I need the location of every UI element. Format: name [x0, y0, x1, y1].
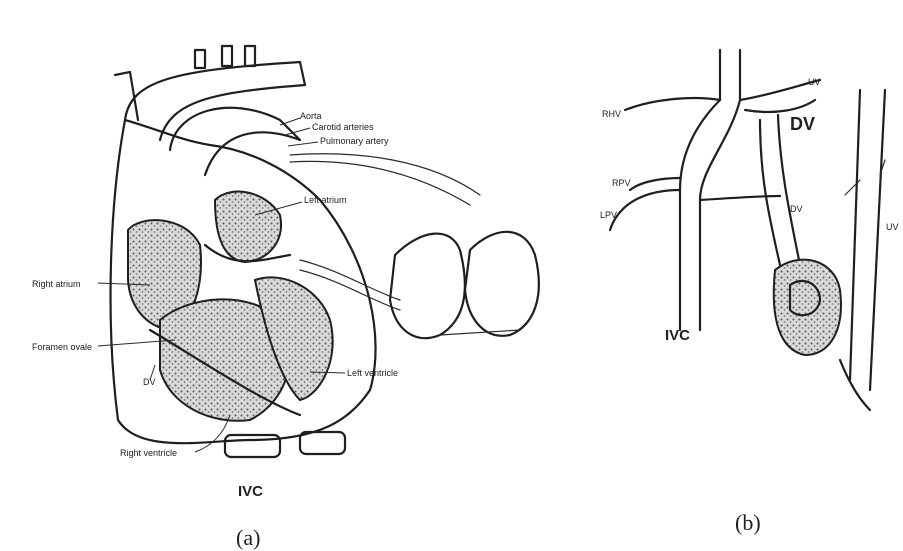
caption-panel-a: (a)	[236, 525, 260, 550]
label-ulv: UV	[808, 77, 821, 87]
lung-right	[465, 232, 539, 336]
label-foramen-ovale: Foramen ovale	[32, 342, 92, 352]
label-rhv: RHV	[602, 109, 621, 119]
left-atrium	[215, 192, 281, 262]
caption-panel-b: (b)	[735, 510, 761, 535]
label-left-ventricle: Left ventricle	[347, 368, 398, 378]
label-lpv: LPV	[600, 210, 617, 220]
panel-a-heart-diagram: Aorta Carotid arteries Pulmonary artery …	[32, 46, 539, 550]
label-uv: UV	[886, 222, 899, 232]
ductus-venosus	[760, 120, 780, 265]
lung-left	[390, 234, 465, 339]
label-right-atrium: Right atrium	[32, 279, 81, 289]
umbilical-vein-loop	[774, 260, 841, 355]
panel-b-venous-diagram: UV RHV DV LPV RPV DV UV IVC (b)	[600, 50, 899, 535]
label-aorta: Aorta	[300, 111, 322, 121]
label-pulmonary-artery: Pulmonary artery	[320, 136, 389, 146]
label-ivc-b: IVC	[665, 327, 690, 344]
label-dv-small: DV	[790, 204, 803, 214]
label-dv-large: DV	[790, 114, 815, 134]
label-carotid-arteries: Carotid arteries	[312, 122, 374, 132]
label-ivc-a: IVC	[238, 483, 263, 500]
label-right-ventricle: Right ventricle	[120, 448, 177, 458]
label-left-atrium: Left atrium	[304, 195, 347, 205]
label-ductus: DV	[143, 377, 156, 387]
label-rpv: RPV	[612, 178, 631, 188]
